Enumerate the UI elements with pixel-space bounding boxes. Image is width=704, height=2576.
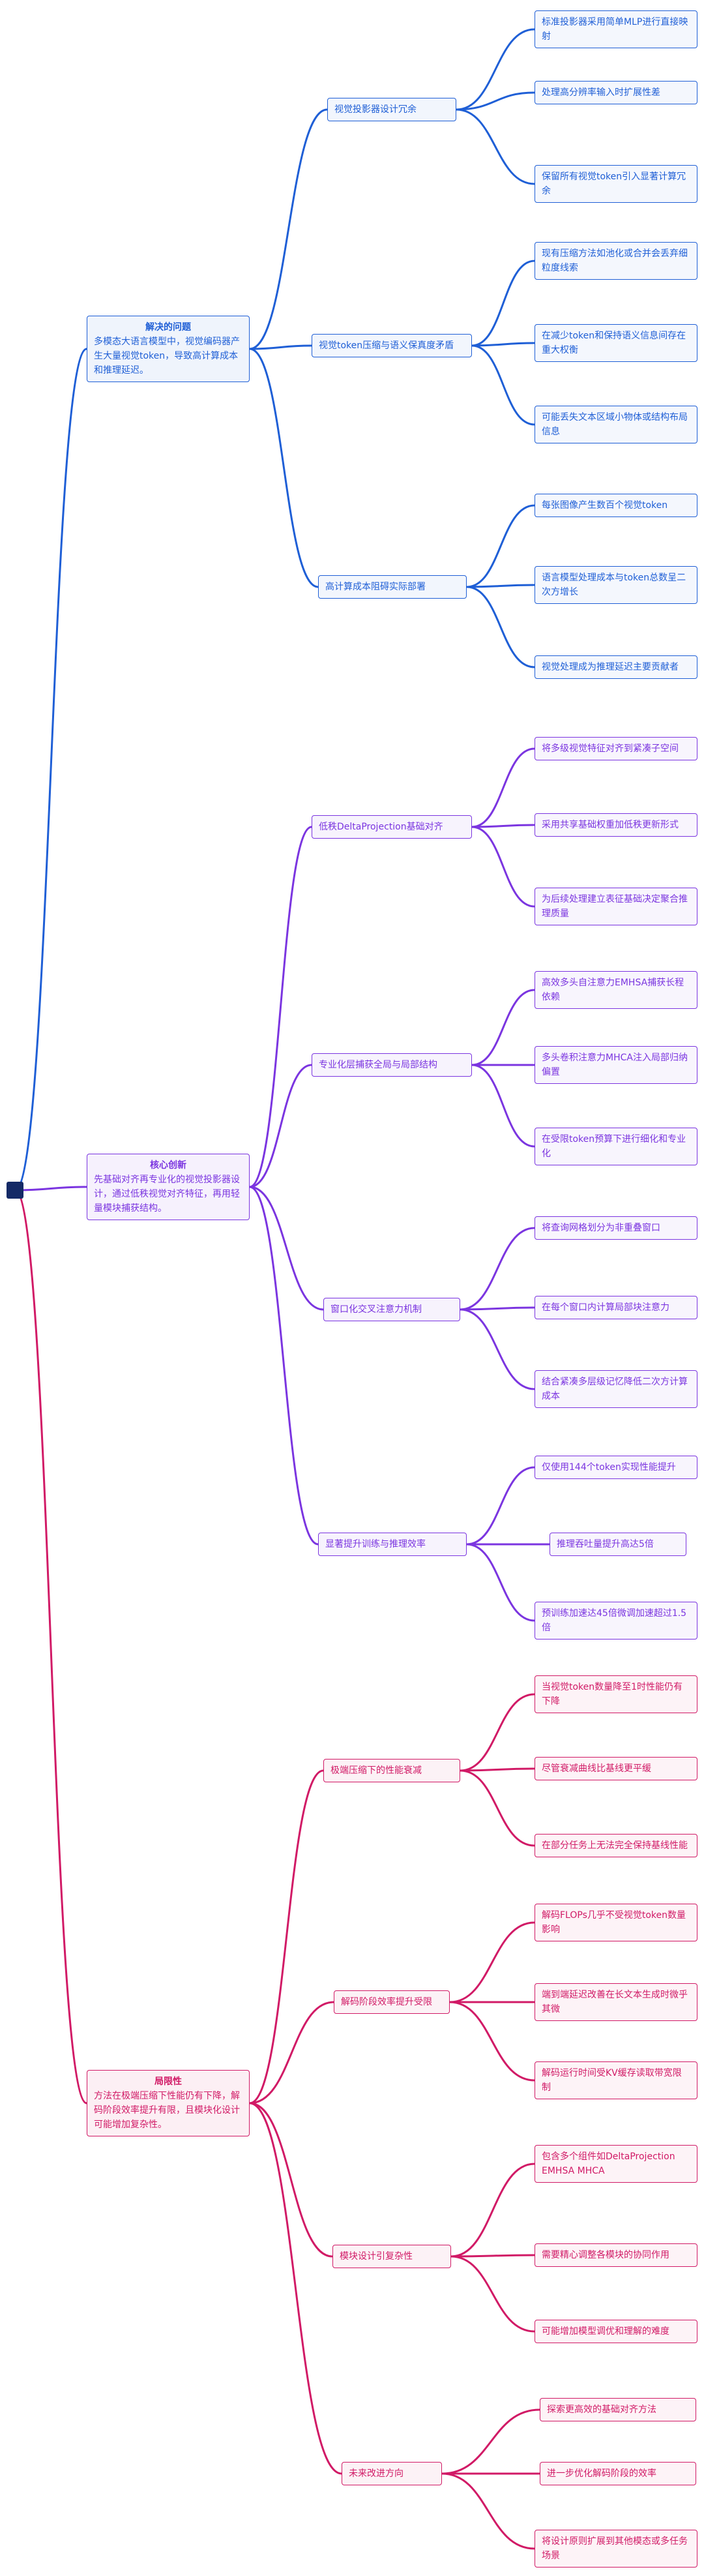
branch-to-leaf-connector [471,989,535,1066]
category-title: 解决的问题 [145,322,191,333]
leaf-node[interactable]: 现有压缩方法如池化或合并会丢弃细粒度线索 [535,242,697,280]
category-title: 核心创新 [150,1160,186,1171]
category-node-innovation[interactable]: 核心创新 先基础对齐再专业化的视觉投影器设计，通过低秩视觉对齐特征，再用轻量模块… [87,1154,250,1220]
branch-node[interactable]: 视觉投影器设计冗余 [327,98,456,121]
category-to-branch-connector [249,1186,324,1311]
leaf-node[interactable]: 标准投影器采用简单MLP进行直接映射 [535,10,697,48]
leaf-node[interactable]: 在减少token和保持语义信息间存在重大权衡 [535,324,697,362]
branch-to-leaf-connector [441,2472,535,2550]
branch-to-leaf-connector [471,344,535,426]
leaf-node[interactable]: 处理高分辨率输入时扩展性差 [535,81,697,104]
leaf-node[interactable]: 解码FLOPs几乎不受视觉token数量影响 [535,1904,697,1941]
branch-node[interactable]: 低秩DeltaProjection基础对齐 [312,815,472,839]
category-to-branch-connector [249,348,319,588]
branch-to-leaf-connector [471,747,535,828]
branch-to-leaf-connector [466,1543,535,1622]
branch-to-leaf-connector [456,108,535,185]
branch-to-leaf-connector [441,2408,540,2475]
category-to-branch-connector [249,2102,342,2475]
root-to-category-connector [14,348,87,1191]
leaf-node[interactable]: 每张图像产生数百个视觉token [535,494,697,517]
branch-to-leaf-connector [450,2163,535,2258]
branch-to-leaf-connector [450,2255,535,2333]
leaf-node[interactable]: 视觉处理成为推理延迟主要贡献者 [535,655,697,679]
branch-to-leaf-connector [460,1767,535,1772]
leaf-node[interactable]: 当视觉token数量降至1时性能仍有下降 [535,1675,697,1713]
branch-to-leaf-connector [460,1769,535,1847]
branch-to-leaf-connector [466,504,535,588]
branch-node[interactable]: 未来改进方向 [342,2462,442,2485]
branch-to-leaf-connector [471,342,535,347]
category-title: 局限性 [154,2076,182,2087]
branch-to-leaf-connector [471,826,535,908]
leaf-node[interactable]: 结合紧凑多层级记忆降低二次方计算成本 [535,1370,697,1408]
category-to-branch-connector [249,2001,334,2104]
branch-node[interactable]: 解码阶段效率提升受限 [334,1990,450,2014]
root-to-category-connector [14,1189,87,2104]
branch-to-leaf-connector [460,1306,535,1311]
leaf-node[interactable]: 语言模型处理成本与token总数呈二次方增长 [535,566,697,604]
branch-to-leaf-connector [450,2254,535,2258]
branch-node[interactable]: 高计算成本阻碍实际部署 [318,575,467,599]
leaf-node[interactable]: 在每个窗口内计算局部块注意力 [535,1296,697,1319]
root-to-category-connector [14,1186,87,1191]
category-to-branch-connector [249,1186,319,1546]
category-to-branch-connector [249,826,312,1188]
branch-to-leaf-connector [456,91,535,111]
category-node-limitations[interactable]: 局限性 方法在极端压缩下性能仍有下降，解码阶段效率提升有限，且模块化设计可能增加… [87,2070,250,2136]
root-node[interactable] [7,1182,23,1199]
category-to-branch-connector [249,1064,312,1188]
branch-node[interactable]: 视觉token压缩与语义保真度矛盾 [312,334,472,357]
category-description: 方法在极端压缩下性能仍有下降，解码阶段效率提升有限，且模块化设计可能增加复杂性。 [94,2091,240,2130]
leaf-node[interactable]: 包含多个组件如DeltaProjection EMHSA MHCA [535,2145,697,2183]
branch-to-leaf-connector [466,584,535,588]
leaf-node[interactable]: 端到端延迟改善在长文本生成时微乎其微 [535,1983,697,2021]
branch-to-leaf-connector [466,586,535,668]
category-description: 多模态大语言模型中，视觉编码器产生大量视觉token，导致高计算成本和推理延迟。 [94,337,240,376]
leaf-node[interactable]: 解码运行时间受KV缓存读取带宽限制 [535,2061,697,2099]
category-description: 先基础对齐再专业化的视觉投影器设计，通过低秩视觉对齐特征，再用轻量模块捕获结构。 [94,1175,240,1214]
leaf-node[interactable]: 将多级视觉特征对齐到紧凑子空间 [535,737,697,760]
leaf-node[interactable]: 可能丢失文本区域小物体或结构布局信息 [535,406,697,443]
branch-to-leaf-connector [449,2001,535,2082]
branch-to-leaf-connector [456,28,535,111]
leaf-node[interactable]: 仅使用144个token实现性能提升 [535,1456,697,1479]
category-to-branch-connector [249,2102,333,2258]
leaf-node[interactable]: 高效多头自注意力EMHSA捕获长程依赖 [535,971,697,1009]
branch-to-leaf-connector [460,1308,535,1390]
branch-node[interactable]: 显著提升训练与推理效率 [318,1533,467,1556]
leaf-node[interactable]: 将查询网格划分为非重叠窗口 [535,1216,697,1240]
branch-to-leaf-connector [460,1693,535,1772]
branch-to-leaf-connector [449,1921,535,2003]
category-to-branch-connector [249,344,312,350]
leaf-node[interactable]: 推理吞吐量提升高达5倍 [550,1533,686,1556]
branch-to-leaf-connector [466,1466,535,1546]
leaf-node[interactable]: 将设计原则扩展到其他模态或多任务场景 [535,2530,697,2568]
branch-node[interactable]: 专业化层捕获全局与局部结构 [312,1053,472,1077]
branch-to-leaf-connector [471,1064,535,1148]
branch-node[interactable]: 模块设计引复杂性 [332,2245,451,2268]
branch-node[interactable]: 极端压缩下的性能衰减 [323,1759,460,1782]
leaf-node[interactable]: 预训练加速达45倍微调加速超过1.5倍 [535,1602,697,1640]
leaf-node[interactable]: 多头卷积注意力MHCA注入局部归纳偏置 [535,1046,697,1084]
branch-node[interactable]: 窗口化交叉注意力机制 [323,1298,460,1321]
leaf-node[interactable]: 需要精心调整各模块的协同作用 [535,2243,697,2267]
branch-to-leaf-connector [471,260,535,347]
leaf-node[interactable]: 尽管衰减曲线比基线更平缓 [535,1757,697,1780]
leaf-node[interactable]: 采用共享基础权重加低秩更新形式 [535,813,697,837]
leaf-node[interactable]: 进一步优化解码阶段的效率 [540,2462,696,2485]
category-to-branch-connector [249,1769,324,2104]
branch-to-leaf-connector [460,1227,535,1311]
category-to-branch-connector [249,108,328,350]
leaf-node[interactable]: 保留所有视觉token引入显著计算冗余 [535,165,697,203]
leaf-node[interactable]: 探索更高效的基础对齐方法 [540,2398,696,2421]
leaf-node[interactable]: 在部分任务上无法完全保持基线性能 [535,1834,697,1857]
leaf-node[interactable]: 在受限token预算下进行细化和专业化 [535,1128,697,1165]
category-node-problems[interactable]: 解决的问题 多模态大语言模型中，视觉编码器产生大量视觉token，导致高计算成本… [87,316,250,382]
leaf-node[interactable]: 为后续处理建立表征基础决定聚合推理质量 [535,888,697,925]
branch-to-leaf-connector [471,824,535,828]
leaf-node[interactable]: 可能增加模型调优和理解的难度 [535,2320,697,2343]
